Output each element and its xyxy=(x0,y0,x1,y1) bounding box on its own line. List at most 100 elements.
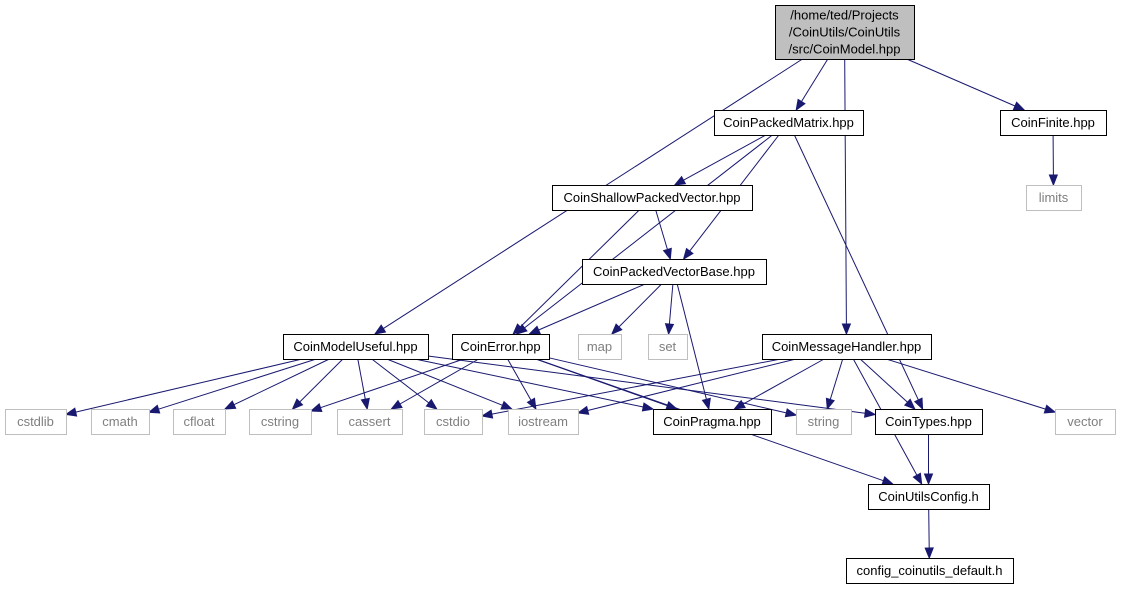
arrowhead xyxy=(309,403,323,413)
node-coinmessagehandler-hpp[interactable]: CoinMessageHandler.hpp xyxy=(762,334,932,360)
node-label: CoinPragma.hpp xyxy=(663,414,761,429)
node-cmath: cmath xyxy=(91,409,150,435)
edge-line xyxy=(886,358,1046,410)
edge-coinmodeluseful-to-cfloat xyxy=(223,358,330,410)
edge-coinpackedmatrix-to-coinshallowpackedvector xyxy=(673,134,767,186)
node-cstring: cstring xyxy=(249,409,312,435)
edge-line xyxy=(414,358,644,408)
node-box xyxy=(249,409,312,435)
node-box xyxy=(582,259,767,285)
edge-line xyxy=(299,358,344,403)
arrowhead xyxy=(923,473,934,486)
node-coinpragma-hpp[interactable]: CoinPragma.hpp xyxy=(653,409,772,435)
edge-root-to-coinfinite xyxy=(906,58,1026,111)
edge-line xyxy=(859,358,908,403)
edge-line xyxy=(928,508,930,549)
node-coinerror-hpp[interactable]: CoinError.hpp xyxy=(452,334,550,360)
node-label: iostream xyxy=(518,414,568,429)
node-label: cmath xyxy=(102,414,137,429)
node-box xyxy=(452,334,550,360)
arrowhead xyxy=(662,247,672,261)
arrowhead xyxy=(1012,101,1026,111)
node-box xyxy=(508,409,579,435)
node-cstdio: cstdio xyxy=(424,409,483,435)
arrowhead xyxy=(480,409,494,419)
arrowhead xyxy=(665,401,679,410)
node-coinshallowpackedvector-hpp[interactable]: CoinShallowPackedVector.hpp xyxy=(552,185,753,211)
arrowhead xyxy=(425,398,438,410)
edge-line xyxy=(668,283,674,325)
nodes-layer: /home/ted/Projects/CoinUtils/CoinUtils/s… xyxy=(5,5,1116,584)
node-src-coinmodel-hpp[interactable]: /home/ted/Projects/CoinUtils/CoinUtils/s… xyxy=(775,5,915,60)
node-box xyxy=(1055,409,1116,435)
edge-line xyxy=(906,58,1016,107)
node-box xyxy=(762,334,932,360)
node-box xyxy=(653,409,772,435)
node-set: set xyxy=(648,334,688,360)
node-label: CoinModelUseful.hpp xyxy=(293,339,417,354)
arrowhead xyxy=(881,476,895,486)
node-label: cassert xyxy=(349,414,391,429)
edge-coinerror-to-cassert xyxy=(390,358,479,410)
node-label: cstring xyxy=(261,414,299,429)
node-coinpackedmatrix-hpp[interactable]: CoinPackedMatrix.hpp xyxy=(714,110,864,136)
arrowhead xyxy=(913,397,924,411)
edge-line xyxy=(519,209,640,328)
node-limits: limits xyxy=(1026,185,1082,211)
node-box xyxy=(648,334,688,360)
node-label: CoinPackedVectorBase.hpp xyxy=(593,264,755,279)
node-string: string xyxy=(796,409,852,435)
edge-line xyxy=(844,58,847,325)
node-box xyxy=(714,110,864,136)
arrowhead xyxy=(291,398,304,410)
edge-line xyxy=(491,358,781,415)
edge-coinmodeluseful-to-cstdlib xyxy=(64,358,303,417)
edge-coinmodeluseful-to-cmath xyxy=(147,358,317,414)
edge-coinmessagehandler-to-cstdio xyxy=(480,358,781,419)
node-box xyxy=(173,409,226,435)
node-box xyxy=(424,409,483,435)
edge-line xyxy=(829,358,844,400)
edge-line xyxy=(801,58,829,102)
edge-line xyxy=(320,358,464,409)
edge-coinmessagehandler-to-string xyxy=(825,358,844,411)
edge-line xyxy=(399,358,479,405)
edge-coinpackedmatrix-to-coinerror xyxy=(515,134,773,335)
node-coinfinite-hpp[interactable]: CoinFinite.hpp xyxy=(1000,110,1107,136)
node-box xyxy=(846,558,1014,584)
edge-coinpackedvectorbase-to-set xyxy=(664,283,675,336)
arrowhead xyxy=(701,397,711,411)
node-box xyxy=(552,185,753,211)
edge-line xyxy=(676,283,707,400)
node-cassert: cassert xyxy=(337,409,403,435)
node-label: CoinPackedMatrix.hpp xyxy=(723,115,854,130)
edge-coinmessagehandler-to-iostream xyxy=(576,358,797,415)
edge-line xyxy=(75,358,303,413)
arrowhead xyxy=(390,399,403,410)
node-cfloat: cfloat xyxy=(173,409,226,435)
node-box xyxy=(283,334,429,360)
edge-line xyxy=(548,357,787,414)
node-coinpackedvectorbase-hpp[interactable]: CoinPackedVectorBase.hpp xyxy=(582,259,767,285)
edge-coinfinite-to-limits xyxy=(1048,134,1059,187)
node-label: string xyxy=(808,414,840,429)
node-box xyxy=(1000,110,1107,136)
node-coinmodeluseful-hpp[interactable]: CoinModelUseful.hpp xyxy=(283,334,429,360)
node-label: CoinTypes.hpp xyxy=(885,414,972,429)
node-coinutilsconfig-h[interactable]: CoinUtilsConfig.h xyxy=(868,484,990,510)
arrowhead xyxy=(64,407,78,417)
edge-line xyxy=(538,283,646,331)
edge-line xyxy=(524,134,773,329)
edge-line xyxy=(233,358,330,406)
arrowhead xyxy=(500,400,514,410)
arrowhead xyxy=(373,324,387,335)
arrowhead xyxy=(903,398,916,410)
node-cointypes-hpp[interactable]: CoinTypes.hpp xyxy=(875,409,983,435)
edge-coinmessagehandler-to-coinpragma xyxy=(733,358,825,410)
arrowhead xyxy=(864,408,877,418)
edge-coinmessagehandler-to-vector xyxy=(886,358,1057,414)
arrowhead xyxy=(512,323,524,335)
node-config-coinutils-default-h[interactable]: config_coinutils_default.h xyxy=(846,558,1014,584)
edge-coinmessagehandler-to-cointypes xyxy=(859,358,916,410)
